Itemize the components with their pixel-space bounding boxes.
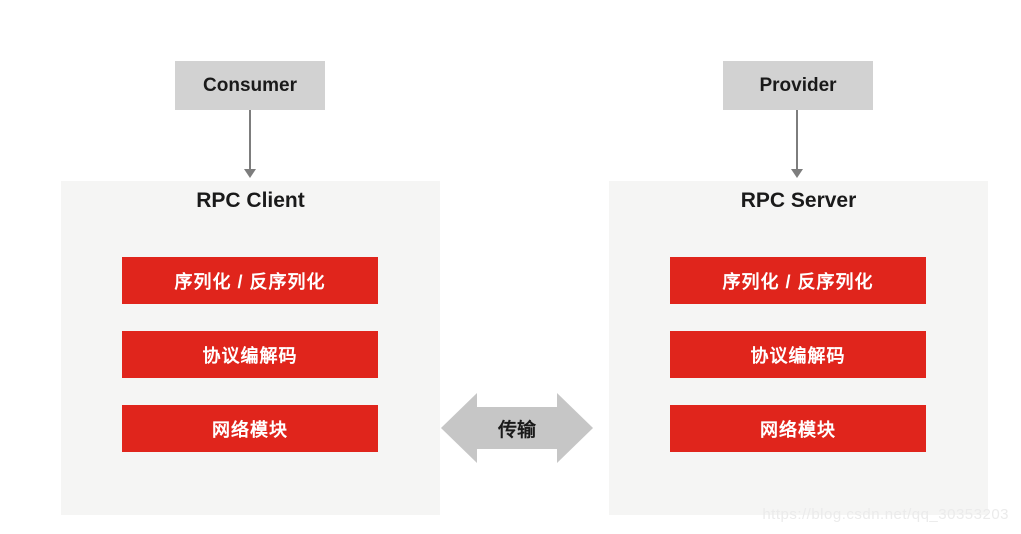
rpc-client-panel: RPC Client 序列化 / 反序列化 协议编解码 网络模块 <box>61 181 440 515</box>
server-module-serialization-label: 序列化 / 反序列化 <box>722 271 874 292</box>
provider-to-server-arrowhead-icon <box>791 169 803 178</box>
rpc-client-title: RPC Client <box>196 189 305 212</box>
watermark-text: https://blog.csdn.net/qq_30353203 <box>762 506 1009 523</box>
client-module-network: 网络模块 <box>122 405 378 452</box>
provider-box: Provider <box>723 61 873 110</box>
transport-label: 传输 <box>497 419 536 441</box>
consumer-label: Consumer <box>203 74 297 96</box>
client-module-protocol-codec: 协议编解码 <box>122 331 378 378</box>
transport-arrowhead-left-icon <box>441 393 477 463</box>
server-module-protocol-codec: 协议编解码 <box>670 331 926 378</box>
consumer-to-client-arrowhead-icon <box>244 169 256 178</box>
client-module-serialization-label: 序列化 / 反序列化 <box>174 271 326 292</box>
consumer-to-client-arrow-line <box>249 110 251 170</box>
server-module-serialization: 序列化 / 反序列化 <box>670 257 926 304</box>
transport-arrowhead-right-icon <box>557 393 593 463</box>
server-module-protocol-codec-label: 协议编解码 <box>750 345 846 366</box>
provider-to-server-arrow-line <box>796 110 798 170</box>
client-module-network-label: 网络模块 <box>212 419 288 440</box>
transport-arrow-shaft <box>476 407 558 449</box>
consumer-box: Consumer <box>175 61 325 110</box>
client-module-protocol-codec-label: 协议编解码 <box>202 345 298 366</box>
server-module-network-label: 网络模块 <box>760 419 836 440</box>
rpc-server-panel: RPC Server 序列化 / 反序列化 协议编解码 网络模块 <box>609 181 988 515</box>
rpc-server-title: RPC Server <box>740 189 857 212</box>
transport-double-arrow-icon: 传输 <box>441 393 593 463</box>
provider-label: Provider <box>759 74 837 96</box>
client-module-serialization: 序列化 / 反序列化 <box>122 257 378 304</box>
server-module-network: 网络模块 <box>670 405 926 452</box>
